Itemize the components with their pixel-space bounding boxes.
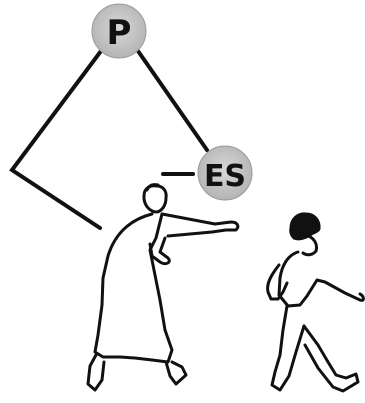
woman-dress bbox=[93, 212, 174, 364]
walker-hair bbox=[289, 212, 321, 241]
walker-face bbox=[301, 234, 318, 257]
edge-p-woman bbox=[9, 49, 103, 230]
woman-arm-lower bbox=[148, 236, 171, 266]
woman-hair bbox=[145, 183, 160, 192]
node-p: P bbox=[91, 3, 147, 59]
node-es-label: ES bbox=[204, 159, 246, 194]
node-es: ES bbox=[197, 145, 253, 201]
walker-leg-right bbox=[302, 324, 360, 393]
node-p-label: P bbox=[107, 13, 132, 53]
walking-person-icon bbox=[266, 212, 365, 393]
woman-pointing-icon bbox=[86, 183, 240, 392]
walker-torso bbox=[277, 250, 365, 308]
walker-arm-back bbox=[266, 263, 289, 301]
walker-leg-left bbox=[270, 304, 306, 392]
node-es-circle bbox=[197, 145, 253, 201]
woman-foot-left bbox=[86, 353, 106, 392]
woman-arm-pointing bbox=[160, 212, 240, 238]
woman-foot-right bbox=[164, 360, 188, 386]
edge-p-es bbox=[136, 49, 209, 152]
node-p-circle bbox=[91, 3, 147, 59]
